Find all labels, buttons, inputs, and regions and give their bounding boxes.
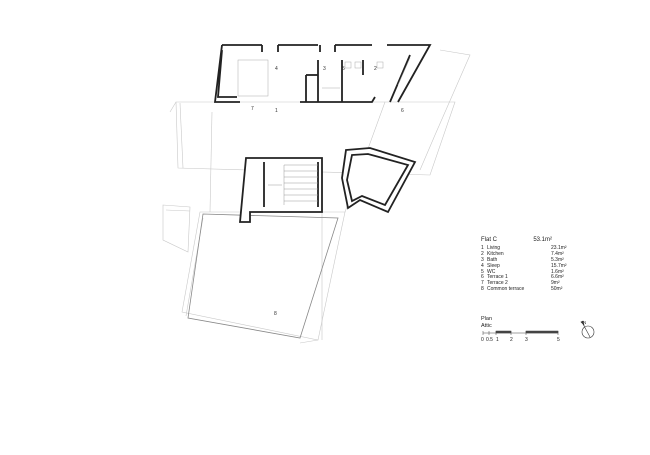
scale-label: 0 xyxy=(481,337,484,343)
title-line-attic: Attic xyxy=(481,322,492,329)
north-arrow-icon xyxy=(580,320,595,339)
room-label-1: 1 xyxy=(275,108,278,114)
room-label-3: 3 xyxy=(323,66,326,72)
scale-bar xyxy=(482,330,559,335)
scale-label: 2 xyxy=(510,337,513,343)
common-terrace-outline xyxy=(187,213,339,339)
scale-label: 5 xyxy=(557,337,560,343)
scale-label: 0.5 xyxy=(486,337,493,343)
scale-label: 3 xyxy=(525,337,528,343)
room-label-2: 2 xyxy=(374,66,377,72)
room-label-8: 8 xyxy=(274,311,277,317)
flat-total-area: 53.1m² xyxy=(533,237,552,243)
upper-flat-walls xyxy=(213,44,432,103)
drawing-title: Plan Attic xyxy=(481,316,492,329)
room-label-4: 4 xyxy=(275,66,278,72)
stair xyxy=(268,164,318,205)
scale-bar-labels: 0 0.5 1 2 3 5 xyxy=(480,337,570,344)
room-label-7: 7 xyxy=(251,106,254,112)
room-label-5: 5 xyxy=(342,66,345,72)
room-label-6: 6 xyxy=(401,108,404,114)
scale-label: 1 xyxy=(496,337,499,343)
legend-header: Flat C 53.1m² xyxy=(481,237,581,244)
flat-name: Flat C xyxy=(481,237,498,243)
title-line-plan: Plan xyxy=(481,316,493,322)
lower-core-walls xyxy=(239,147,417,223)
upper-flat-fixtures xyxy=(237,57,411,97)
